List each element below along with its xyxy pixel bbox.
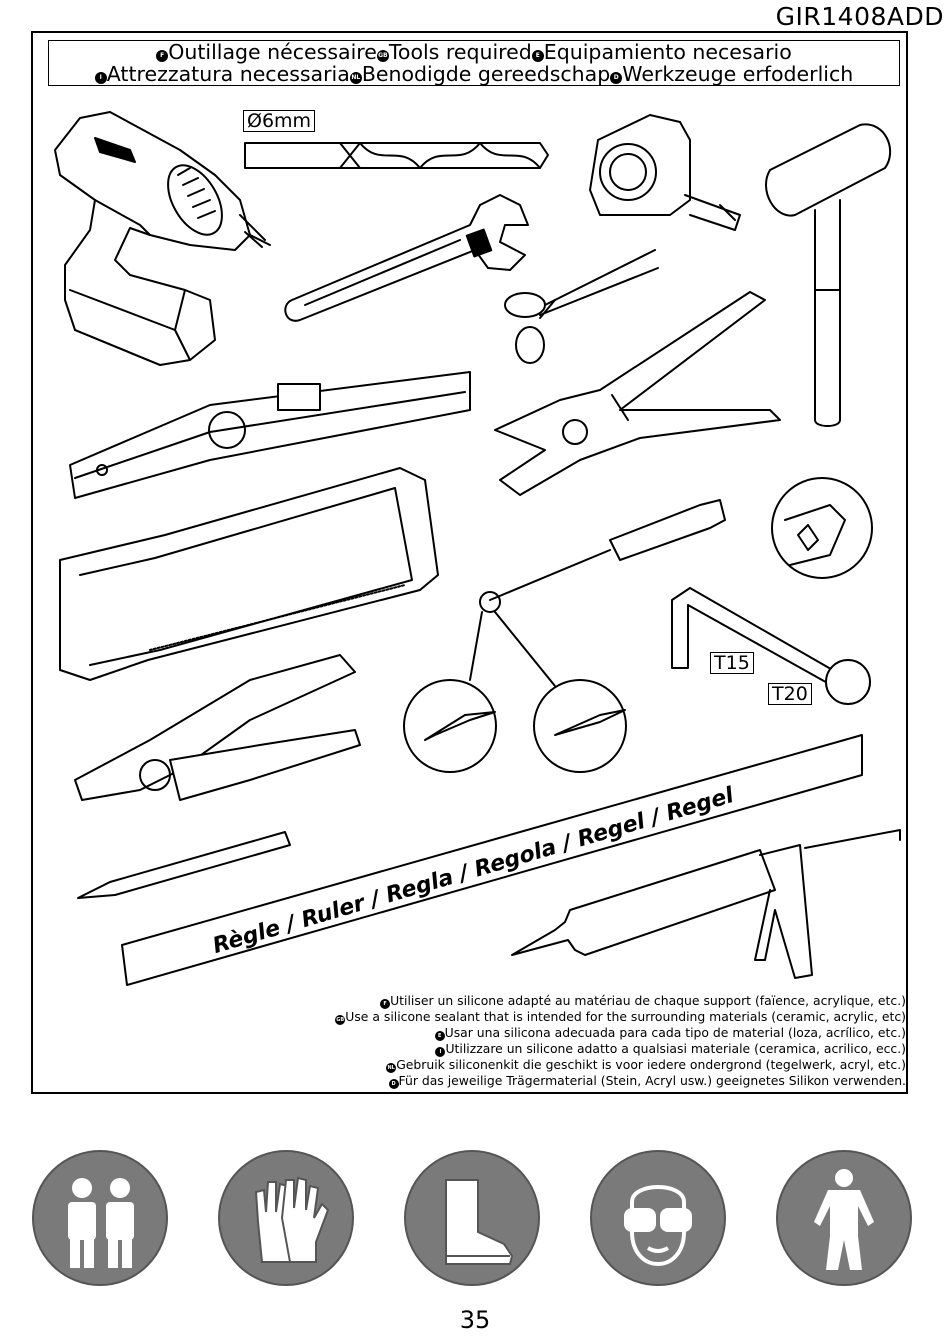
ruler-icon (121, 734, 863, 986)
cordless-drill-icon (54, 111, 271, 366)
title-text: Outillage nécessaire (168, 40, 377, 64)
flag-icon: I (94, 72, 107, 84)
title-text: Attrezzatura necessaria (106, 62, 350, 86)
note-line: GBUse a silicone sealant that is intende… (335, 1009, 906, 1025)
flag-icon: I (435, 1047, 446, 1057)
pencil-icon (77, 831, 291, 899)
tape-measure-icon (589, 114, 741, 231)
note-text: Utiliser un silicone adapté au matériau … (390, 993, 906, 1008)
safety-pictograms (0, 1150, 950, 1300)
flag-icon: F (156, 50, 169, 62)
tools-frame (31, 31, 908, 1094)
screwdriver-tip-detail-icon (403, 611, 627, 773)
note-text: Usar una silicona adecuada para cada tip… (444, 1025, 906, 1040)
two-persons-icon (32, 1150, 168, 1286)
hacksaw-icon (59, 467, 439, 681)
flag-icon: GB (335, 1015, 346, 1025)
flag-icon: NL (349, 72, 362, 84)
flag-icon: GB (376, 50, 389, 62)
scissors-icon (504, 249, 659, 364)
tools-illustration (54, 111, 901, 986)
drill-bit-icon (244, 142, 549, 169)
caulking-gun-icon (511, 829, 901, 979)
spirit-level-icon (69, 371, 471, 499)
flag-icon: NL (386, 1063, 397, 1073)
title-text: Equipamiento necesario (543, 40, 792, 64)
flag-icon: E (531, 50, 544, 62)
safety-glasses-icon (590, 1150, 726, 1286)
note-text: Gebruik siliconenkit die geschikt is voo… (396, 1057, 906, 1072)
note-text: Für das jeweilige Trägermaterial (Stein,… (398, 1073, 906, 1088)
wire-stripper-icon (74, 654, 361, 801)
gloves-icon (218, 1150, 354, 1286)
title-text: Werkzeuge erfoderlich (622, 62, 854, 86)
flag-icon: D (610, 72, 623, 84)
torx-key-icon (671, 477, 873, 705)
page-number: 35 (459, 1306, 491, 1334)
protective-suit-icon (776, 1150, 912, 1286)
mallet-icon (765, 123, 891, 427)
screwdriver-icon (479, 499, 726, 613)
title-text: Benodigde gereedschap (361, 62, 611, 86)
torx-t15-label: T15 (710, 652, 754, 674)
note-text: Use a silicone sealant that is intended … (345, 1009, 906, 1024)
flag-icon: E (434, 1031, 445, 1041)
flag-icon: D (388, 1079, 399, 1089)
title-text: Tools required (388, 40, 532, 64)
drill-bit-size-label: Ø6mm (243, 110, 316, 132)
note-line: NLGebruik siliconenkit die geschikt is v… (335, 1057, 906, 1073)
flag-icon: F (380, 999, 391, 1009)
cutting-pliers-icon (494, 291, 781, 496)
torx-t20-label: T20 (768, 683, 812, 705)
note-text: Utilizzare un silicone adatto a qualsias… (445, 1041, 906, 1056)
document-code: GIR1408ADD (775, 2, 944, 31)
safety-boots-icon (404, 1150, 540, 1286)
adjustable-wrench-icon (284, 194, 529, 322)
